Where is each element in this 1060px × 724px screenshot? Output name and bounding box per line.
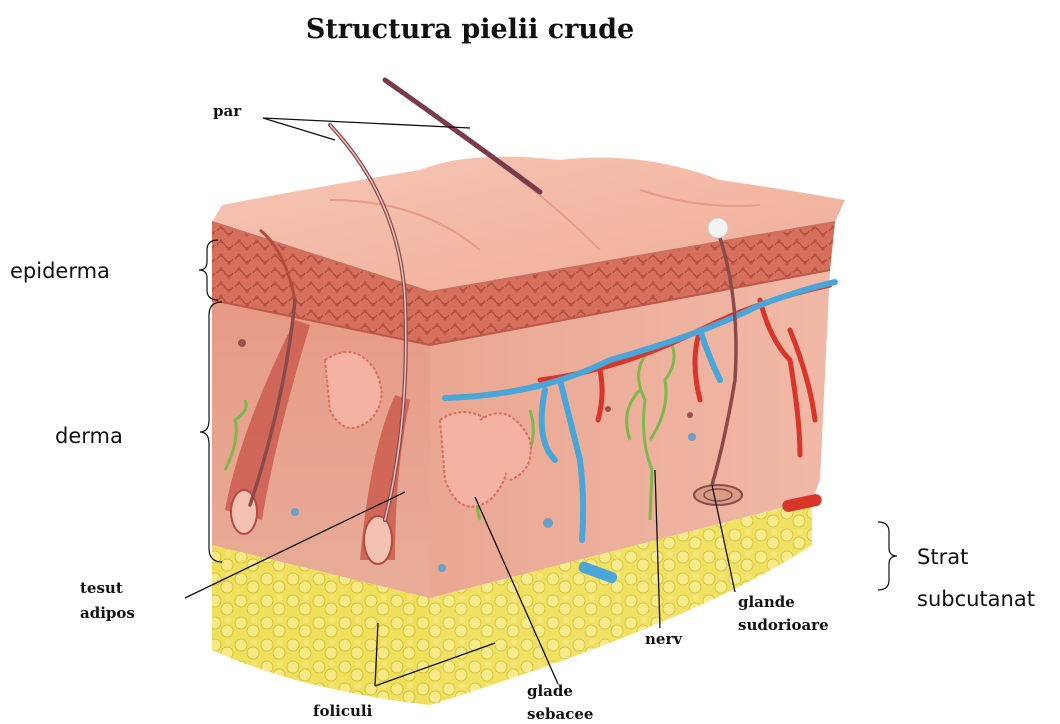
label-glade-line1: glade (527, 682, 573, 700)
skin-block (212, 80, 845, 705)
label-strat-line1: Strat (917, 545, 968, 569)
label-foliculi: foliculi (313, 702, 373, 720)
label-nerv: nerv (645, 630, 683, 648)
brace-subcutanat (878, 522, 897, 590)
label-glade-line2: sebacee (527, 705, 593, 723)
label-tesut-line2: adipos (80, 604, 135, 622)
label-derma: derma (55, 424, 123, 448)
diagram-title: Structura pielii crude (306, 14, 634, 45)
label-glande-line1: glande (738, 593, 795, 611)
label-tesut-line1: tesut (80, 579, 123, 597)
label-strat-line2: subcutanat (917, 587, 1035, 611)
label-glande-line2: sudorioare (738, 616, 829, 634)
label-par: par (213, 102, 242, 120)
label-epiderma: epiderma (10, 259, 110, 283)
